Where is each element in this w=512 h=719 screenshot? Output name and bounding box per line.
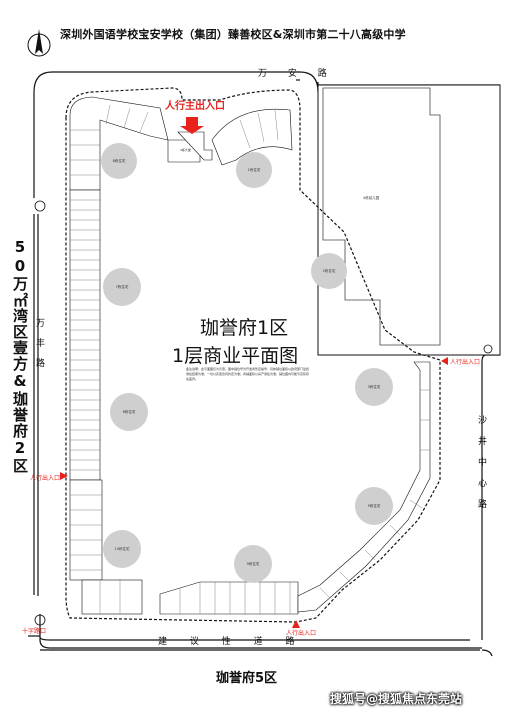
- gate-markers: [34, 200, 493, 626]
- building-4-lobby: 4栋大堂: [180, 148, 191, 152]
- kindergarten-plot: [317, 84, 501, 356]
- building-10: 10栋住宅: [103, 530, 141, 568]
- entrance-arrows: [60, 117, 448, 628]
- west-entrance-arrow-icon: [60, 472, 68, 480]
- building-2: 2栋住宅: [311, 253, 347, 289]
- community-boundary: [65, 87, 441, 623]
- road-north-label: 万 安 路: [258, 69, 336, 79]
- building-8: 8栋住宅: [101, 143, 137, 179]
- shop-unit-dividers: [70, 104, 430, 614]
- east-entrance-arrow-icon: [441, 357, 448, 365]
- south-entrance-label: 人行出入口: [286, 630, 317, 637]
- road-west-label: 万丰路: [34, 318, 44, 378]
- shop-units: [69, 96, 431, 615]
- south-entrance-arrow-icon: [292, 620, 300, 628]
- plan-subtitle: 1层商业平面图: [172, 345, 299, 367]
- north-arrow-icon: [27, 29, 51, 57]
- plan-title: 珈誉府1区: [200, 317, 289, 339]
- road-east-label: 沙井中心路: [476, 415, 486, 520]
- west-entrance-label: 人行出入口: [30, 475, 61, 482]
- page-header: 深圳外国语学校宝安学校（集团）臻善校区&深圳市第二十八高级中学: [60, 28, 406, 41]
- plan-notes: 备注说明：此平面图仅为示意，图中铺位号为开发商暂定编号，具体铺位面积以政府部门最…: [186, 367, 310, 381]
- building-5: 5栋住宅: [355, 487, 393, 525]
- main-entrance-arrow-icon: [180, 117, 204, 134]
- watermark: 搜狐号@搜狐焦点东莞站: [330, 692, 463, 706]
- west-area-label: 50万㎡湾区壹方&珈誉府2区: [11, 238, 29, 474]
- east-entrance-label: 人行出入口: [450, 359, 481, 366]
- building-9: 9栋住宅: [234, 545, 272, 583]
- road-south-label: 建 议 性 道 路: [158, 637, 305, 647]
- building-6: 6栋住宅: [110, 393, 148, 431]
- main-entrance-label: 人行主出入口: [165, 101, 225, 112]
- building-4-kindergarten: 4栋幼儿园: [363, 196, 380, 200]
- building-1: 1栋住宅: [236, 152, 272, 188]
- building-7: 7栋住宅: [103, 268, 141, 306]
- crossroad-label: 十字路口: [22, 628, 47, 635]
- building-3: 3栋住宅: [355, 368, 393, 406]
- south-area-label: 珈誉府5区: [216, 671, 278, 686]
